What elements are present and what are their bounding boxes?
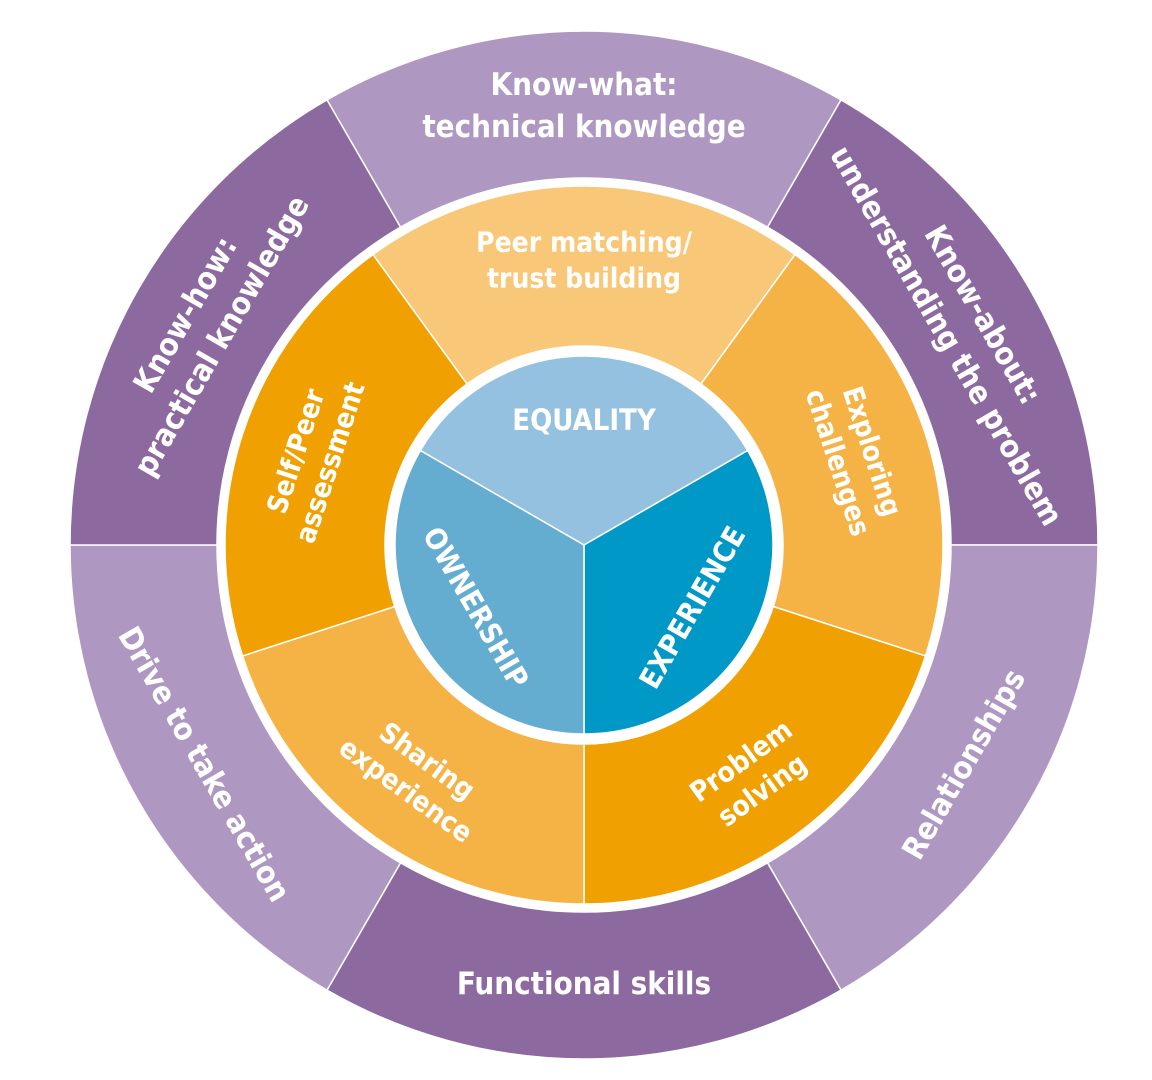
outer-label-know-what-line-1: Know-what: <box>491 67 678 103</box>
middle-ring <box>224 185 944 905</box>
core-label-equality: EQUALITY <box>512 403 657 437</box>
outer-label-functional-skills: Functional skills <box>457 966 711 1002</box>
middle-label-peer-matching-line-2: trust building <box>487 262 681 295</box>
outer-label-know-what-line-2: technical knowledge <box>422 109 745 145</box>
core-circle <box>385 346 783 744</box>
outer-label-know-what: Know-what: technical knowledge <box>422 67 745 145</box>
core-segment-ownership <box>394 449 585 735</box>
outer-label-functional-skills-line-1: Functional skills <box>457 966 711 1002</box>
core-segment-experience <box>583 449 774 735</box>
core-segment-equality <box>419 355 749 546</box>
middle-label-peer-matching: Peer matching/trust building <box>476 226 693 295</box>
outer-ring <box>69 30 1099 1060</box>
outer-segment-know-how-practical-knowledge <box>69 98 402 546</box>
middle-label-peer-matching-line-1: Peer matching/ <box>476 226 693 259</box>
